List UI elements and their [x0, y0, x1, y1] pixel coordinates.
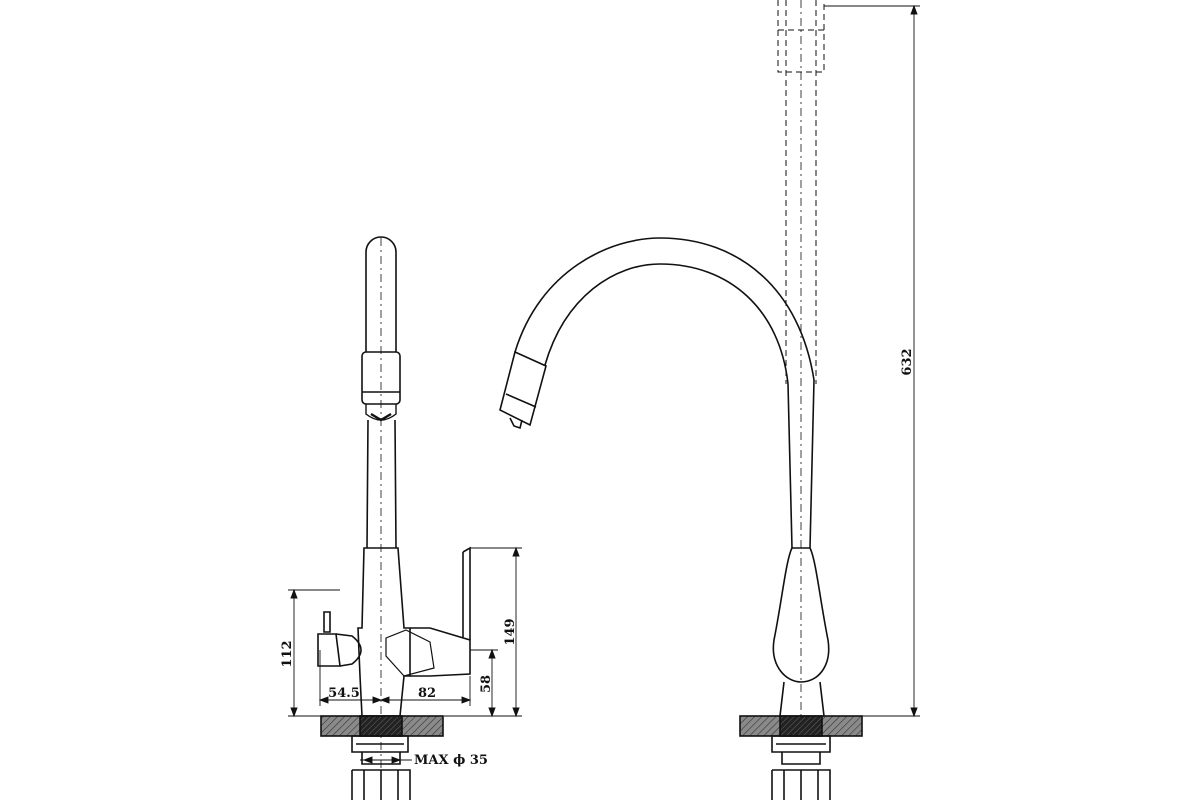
dim-height-handle: 149 — [503, 618, 518, 645]
spout-tube-upper — [365, 236, 397, 352]
hidden-hose — [785, 0, 817, 384]
dim-height-total: 632 — [900, 348, 915, 375]
front-view — [499, 0, 863, 800]
mixer-handle — [410, 627, 471, 677]
pullout-head — [499, 350, 547, 427]
side-view-dimensions — [288, 546, 522, 764]
dim-offset-right: 82 — [418, 686, 436, 701]
front-shank — [771, 735, 831, 753]
front-nut — [771, 769, 831, 800]
hose-collar — [361, 351, 401, 405]
dim-max-diameter: MAX ϕ 35 — [414, 753, 488, 768]
dim-height-body: 112 — [280, 640, 295, 667]
side-view — [317, 236, 471, 800]
gooseneck-outer — [514, 237, 815, 381]
faucet-body — [357, 547, 411, 717]
front-base-thread — [779, 715, 823, 737]
gooseneck-inner — [544, 263, 789, 385]
front-body — [772, 547, 830, 683]
spout-tube-lower — [366, 419, 397, 549]
dim-height-lower: 58 — [479, 675, 494, 693]
mounting-nut — [351, 769, 411, 800]
base-thread — [359, 715, 403, 737]
front-view-dimensions — [824, 4, 920, 718]
front-stem — [787, 379, 815, 549]
dim-offset-left: 54.5 — [328, 686, 360, 701]
filter-lever — [323, 611, 331, 633]
mounting-shank — [351, 735, 409, 753]
